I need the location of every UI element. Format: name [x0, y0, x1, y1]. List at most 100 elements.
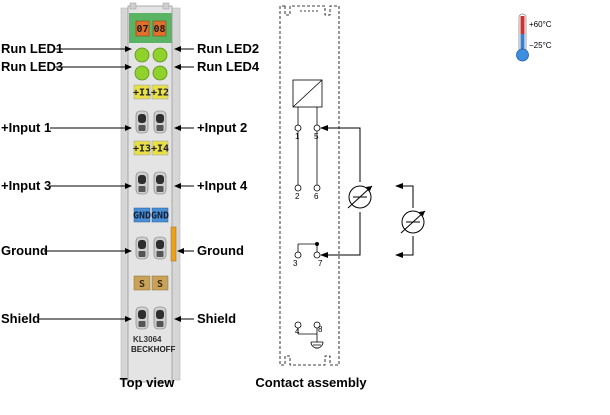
callout-labels: Run LED1 Run LED3 +Input 1 +Input 3 Grou… — [1, 41, 260, 326]
callout-input-2: +Input 2 — [197, 120, 247, 135]
contact-number: 5 — [314, 132, 319, 141]
callout-input-4: +Input 4 — [197, 178, 248, 193]
contact-2 — [294, 184, 302, 192]
contact-assembly — [279, 5, 340, 366]
sensor-wire — [398, 185, 414, 208]
channel-badge-08 — [152, 20, 167, 37]
terminal-label-s-1: S — [139, 279, 145, 290]
junction-dot — [315, 242, 319, 246]
label-plate-s-1 — [133, 275, 151, 291]
spring-clamp — [153, 236, 167, 260]
arrow-head — [125, 316, 132, 322]
sensor-wire — [398, 236, 414, 256]
thermometer-icon — [516, 13, 529, 62]
channel-badge-07 — [135, 20, 150, 37]
callout-run-led1: Run LED1 — [1, 41, 63, 56]
arrow-head — [125, 248, 132, 254]
run-led-1 — [134, 47, 150, 63]
terminal-label-s-2: S — [157, 279, 163, 290]
callout-input-1: +Input 1 — [1, 120, 51, 135]
sensor-circuit-1 — [320, 125, 373, 258]
contact-number: 4 — [295, 327, 300, 336]
arrow-head — [395, 252, 403, 258]
terminal-module: 07 08 +I1 +I2 +I3 +I4 GND GND S S — [120, 2, 181, 383]
contact-6 — [313, 184, 321, 192]
arrow-head — [177, 248, 184, 254]
spring-clamp — [153, 306, 167, 330]
contact-number: 7 — [318, 259, 323, 268]
channel-label-07: 07 — [136, 24, 148, 35]
callout-run-led4: Run LED4 — [197, 59, 260, 74]
callouts — [38, 46, 194, 322]
top-tab — [129, 2, 137, 10]
top-tab — [162, 2, 170, 10]
thermometer-hot — [520, 16, 525, 34]
arrow-head — [125, 125, 132, 131]
callout-run-led3: Run LED3 — [1, 59, 63, 74]
arrow-head — [125, 46, 132, 52]
terminal-label-i3: +I3 — [133, 144, 151, 155]
sensor-wire — [323, 212, 361, 256]
thermometer-bulb — [516, 48, 529, 62]
spring-clamp — [135, 110, 149, 134]
label-plate-gnd-1 — [133, 207, 151, 223]
callout-ground-left: Ground — [1, 243, 48, 258]
caption-contact-assembly: Contact assembly — [255, 375, 367, 390]
temperature-min: −25°C — [529, 41, 552, 50]
spring-clamp — [135, 236, 149, 260]
arrow-head — [174, 125, 181, 131]
contact-7 — [313, 251, 321, 259]
callout-run-led2: Run LED2 — [197, 41, 259, 56]
contact-number: 1 — [295, 132, 300, 141]
contact-5 — [313, 124, 321, 132]
contact-numbers: 1 5 2 6 3 7 4 8 — [293, 132, 323, 336]
callout-shield-left: Shield — [1, 311, 40, 326]
assembly-outline — [279, 5, 340, 366]
label-plate-i4 — [151, 140, 169, 156]
contact-number: 6 — [314, 192, 319, 201]
ground-symbol — [311, 341, 323, 349]
callout-input-3: +Input 3 — [1, 178, 51, 193]
contact-number: 8 — [318, 325, 323, 334]
spring-clamp — [153, 171, 167, 195]
arrow-head — [174, 64, 181, 70]
arrow-head — [125, 183, 132, 189]
contact-3 — [294, 251, 302, 259]
label-plate-i1 — [133, 84, 151, 100]
arrow-head — [125, 64, 132, 70]
temperature-max: +60°C — [529, 20, 552, 29]
arrow-head — [174, 316, 181, 322]
terminal-label-gnd-2: GND — [151, 211, 169, 222]
channel-label-08: 08 — [153, 24, 165, 35]
caption-top-view: Top view — [120, 375, 176, 390]
terminal-label-i2: +I2 — [151, 88, 169, 99]
label-plate-gnd-2 — [151, 207, 169, 223]
converter-diagonal — [292, 79, 323, 108]
release-clip — [170, 226, 177, 262]
label-plate-i2 — [151, 84, 169, 100]
arrow-head — [320, 252, 328, 258]
arrow-head — [174, 183, 181, 189]
spring-clamp — [135, 171, 149, 195]
model-number: KL3064 — [133, 335, 162, 344]
thermometer-cold — [520, 34, 525, 50]
callout-ground-right: Ground — [197, 243, 244, 258]
brand-logo: BECKHOFF — [131, 345, 176, 354]
run-led-2 — [152, 47, 168, 63]
sensor-circuit-2 — [395, 183, 426, 258]
label-plate-s-2 — [151, 275, 169, 291]
sensor-wire — [323, 127, 361, 182]
terminal-label-gnd-1: GND — [133, 211, 151, 222]
arrow-head — [320, 125, 328, 131]
run-led-3 — [134, 65, 150, 81]
contact-number: 3 — [293, 259, 298, 268]
arrow-head — [174, 46, 181, 52]
callout-shield-right: Shield — [197, 311, 236, 326]
terminal-label-i1: +I1 — [133, 88, 151, 99]
terminal-label-i4: +I4 — [151, 144, 169, 155]
spring-clamp — [135, 306, 149, 330]
label-plate-i3 — [133, 140, 151, 156]
run-led-4 — [152, 65, 168, 81]
spring-clamp — [153, 110, 167, 134]
